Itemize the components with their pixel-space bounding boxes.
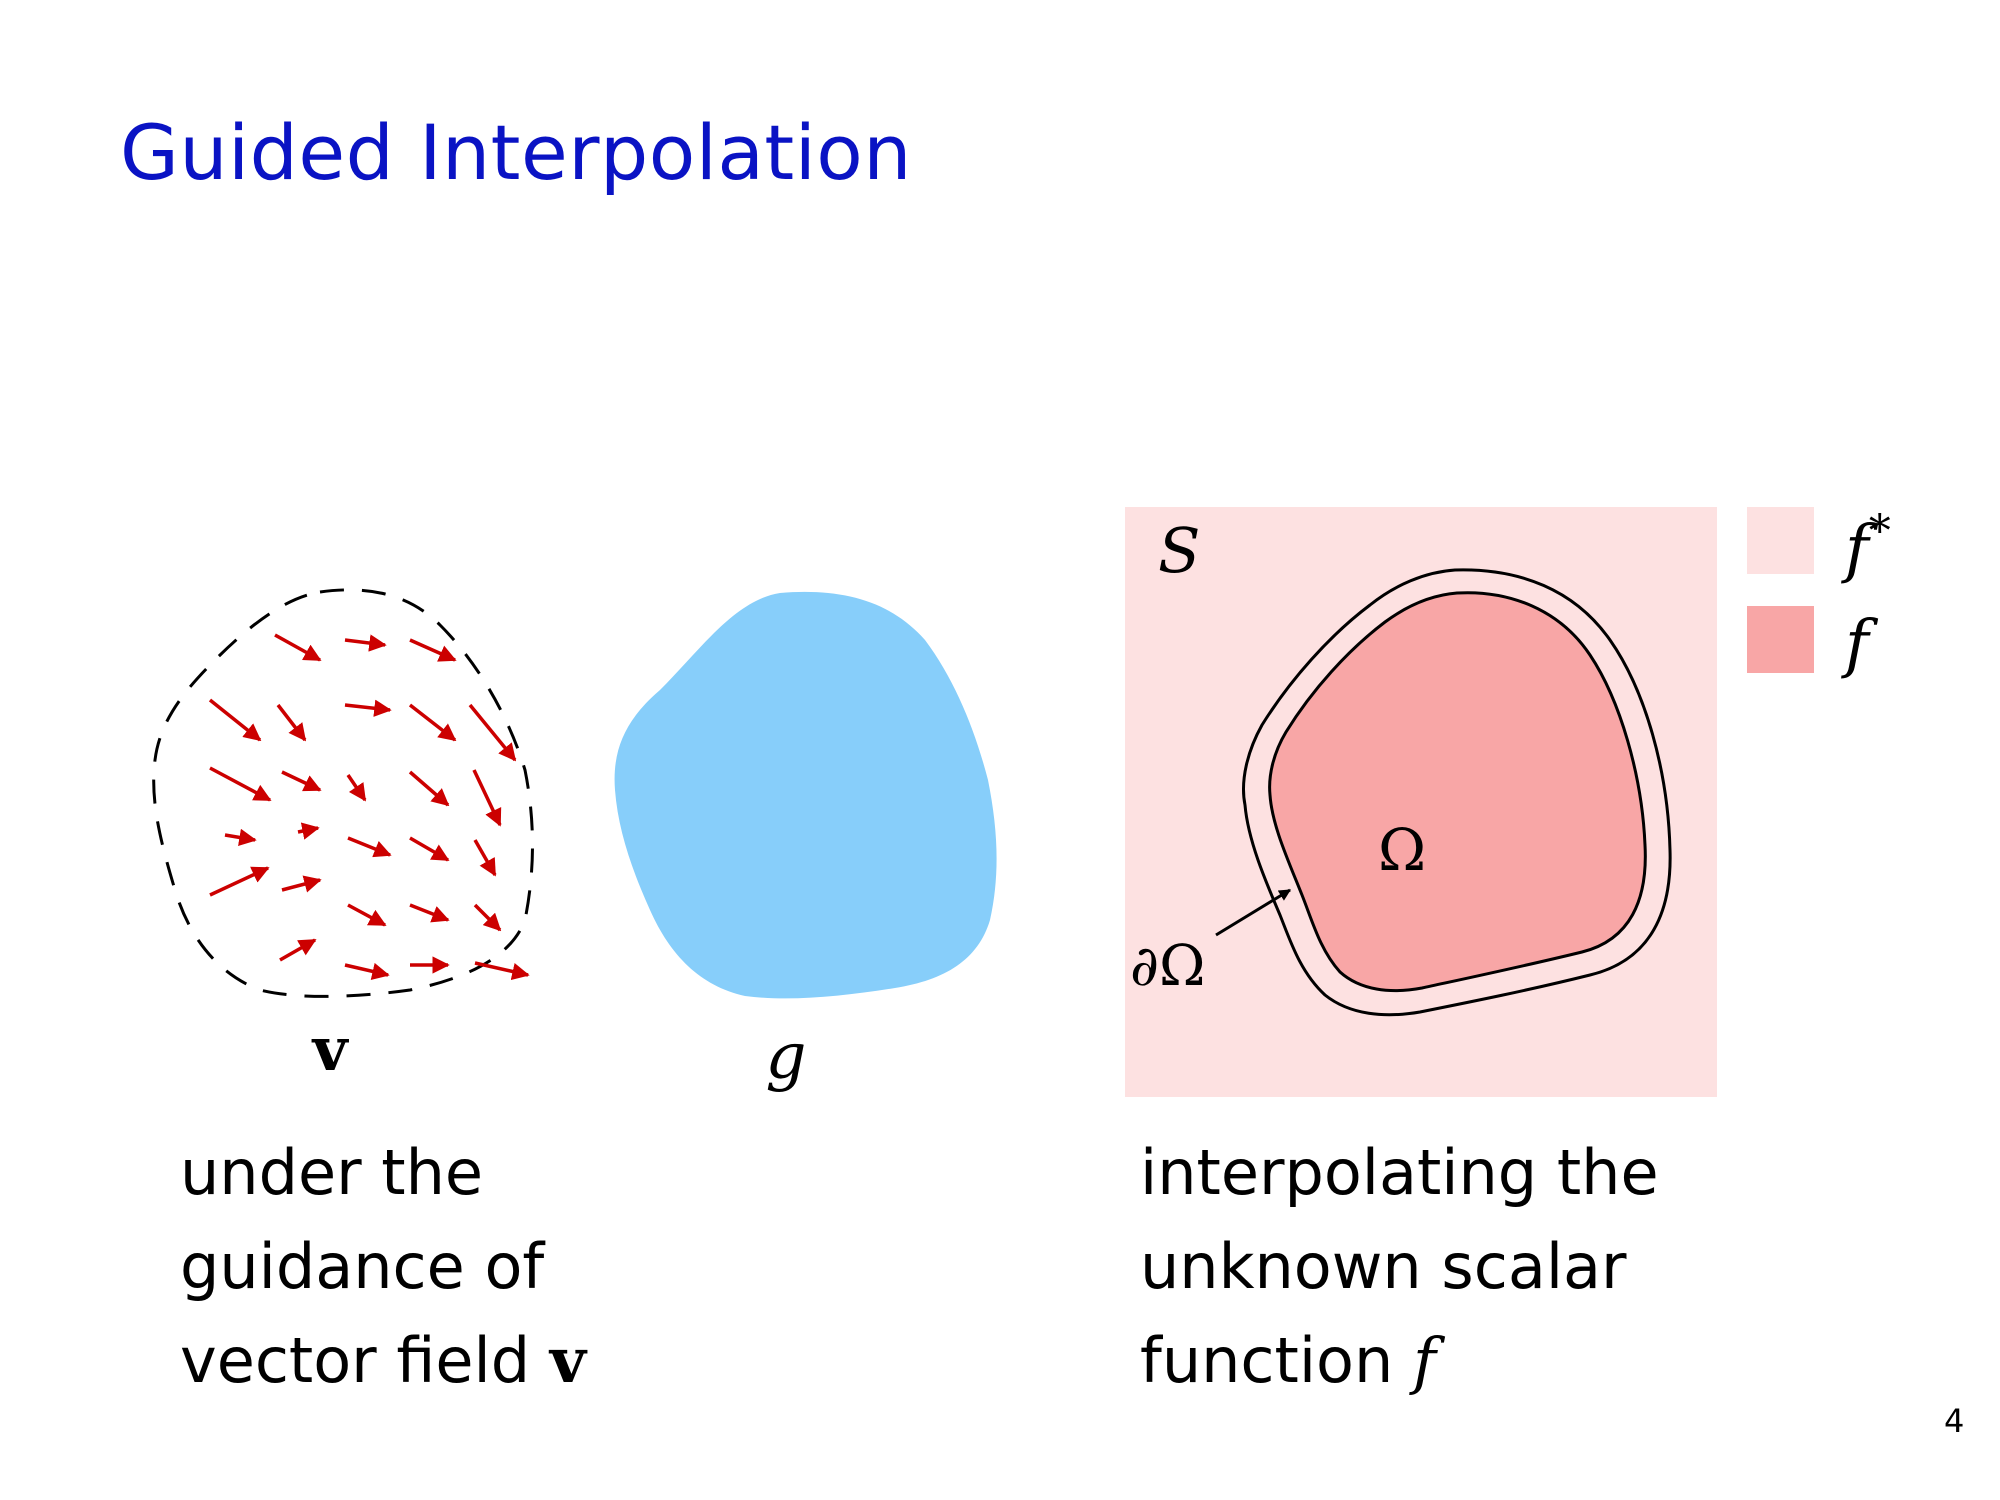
vector-arrow: [346, 774, 367, 802]
vector-arrow: [347, 836, 392, 858]
vector-arrow: [344, 962, 390, 980]
vector-arrow: [279, 938, 317, 962]
vector-arrow: [209, 866, 270, 897]
caption-right-line2: unknown scalar: [1140, 1230, 1627, 1303]
caption-right-line3: function f: [1140, 1314, 1659, 1408]
caption-right: interpolating the unknown scalar functio…: [1140, 1126, 1659, 1408]
guidance-blob: [614, 591, 997, 999]
legend-swatch-f-star: [1747, 507, 1814, 574]
vector-arrow: [408, 703, 457, 742]
guidance-panel: g: [614, 591, 997, 1094]
region-omega: [1268, 591, 1647, 993]
vector-arrow: [473, 903, 502, 932]
caption-right-line1: interpolating the: [1140, 1136, 1659, 1209]
vector-arrow: [276, 703, 307, 742]
vector-arrow: [209, 766, 272, 802]
vector-arrow: [409, 903, 450, 923]
boundary-label: ∂Ω: [1130, 934, 1205, 999]
slide-title: Guided Interpolation: [120, 108, 912, 197]
page-number: 4: [1944, 1402, 1965, 1440]
vector-arrow: [297, 822, 320, 840]
caption-left-line3-text: vector field: [180, 1324, 550, 1397]
vector-field-arrows: [208, 633, 530, 981]
caption-left-line1: under the: [180, 1136, 484, 1209]
vector-arrow: [473, 839, 497, 877]
caption-right-line3-text: function: [1140, 1324, 1413, 1397]
vector-arrow: [474, 961, 530, 981]
vector-arrow: [344, 699, 392, 717]
vector-arrow: [472, 769, 502, 827]
domain-s-label: S: [1158, 514, 1200, 587]
vector-arrow: [409, 638, 457, 662]
vector-arrow: [224, 828, 257, 847]
vector-arrow: [409, 836, 450, 862]
vector-arrow: [347, 903, 387, 927]
caption-left-line2: guidance of: [180, 1230, 545, 1303]
legend-label-f: f: [1841, 607, 1879, 681]
legend-label-f-star: f*: [1841, 506, 1891, 586]
vector-field-dashed-boundary: [152, 588, 534, 998]
boundary-pointer-arrow: [1215, 888, 1292, 937]
domain-panel: S Ω ∂Ω f* f: [1125, 506, 1891, 1097]
region-outer-contour: [1242, 568, 1672, 1017]
vector-arrow: [408, 770, 450, 807]
guidance-label: g: [766, 1020, 807, 1094]
vector-field-label: v: [311, 1015, 350, 1085]
caption-left: under the guidance of vector field v: [180, 1126, 586, 1408]
region-omega-label: Ω: [1378, 816, 1426, 884]
vector-field-panel: v: [152, 588, 534, 1085]
vector-arrow: [344, 634, 387, 652]
vector-arrow: [281, 770, 322, 792]
vector-arrow: [281, 875, 322, 893]
vector-arrow: [274, 633, 322, 662]
caption-right-function-symbol: f: [1412, 1324, 1436, 1397]
vector-arrow: [208, 698, 262, 742]
vector-arrow: [468, 703, 517, 762]
legend-swatch-f: [1747, 606, 1814, 673]
caption-left-vector-symbol: v: [549, 1324, 586, 1397]
caption-left-line3: vector field v: [180, 1314, 586, 1408]
